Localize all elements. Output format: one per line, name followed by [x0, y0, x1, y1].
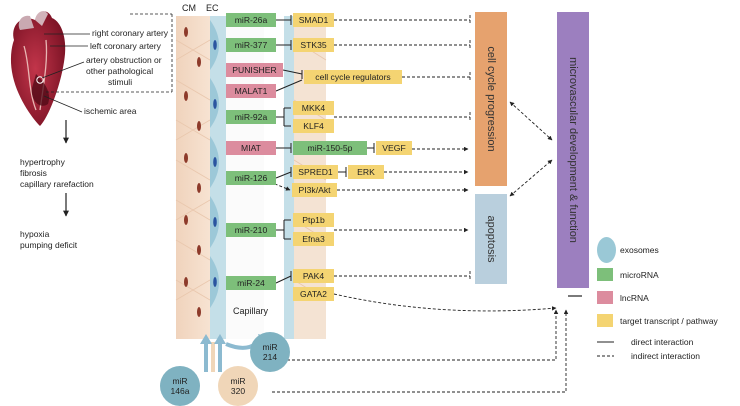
target-spred1: SPRED1: [293, 165, 338, 179]
legend-lncrna: lncRNA: [620, 293, 649, 303]
heart-illustration: [10, 11, 66, 127]
label-rarefaction: capillary rarefaction: [20, 179, 94, 189]
regulator-mir-377: miR-377: [226, 38, 276, 52]
direct-interaction-edges: [275, 15, 375, 284]
legend-microrna: microRNA: [620, 270, 659, 280]
label-fibrosis: fibrosis: [20, 168, 47, 178]
exosome-mir-214-prefix: miR: [262, 342, 278, 352]
label-capillary: Capillary: [233, 306, 269, 316]
target-ptp1b: Ptp1b: [293, 213, 334, 227]
legend-lncrna-swatch: [597, 291, 613, 304]
target-mir-150-5p: miR-150-5p: [293, 141, 367, 155]
exosome-mir-320-number: 320: [230, 386, 246, 396]
label-pumping-deficit: pumping deficit: [20, 240, 78, 250]
target-vegf: VEGF: [376, 141, 412, 155]
process-microvascular-label: microvascular development & function: [567, 57, 579, 243]
endothelial-layer: [210, 16, 226, 339]
indirect-interaction-edges: [272, 15, 569, 393]
regulator-mir-210: miR-210: [226, 223, 276, 237]
legend-indirect: indirect interaction: [631, 351, 700, 361]
regulator-malat1: MALAT1: [226, 84, 276, 98]
regulator-punisher: PUNISHER: [226, 63, 283, 77]
target-pak4: PAK4: [293, 269, 334, 283]
label-hypertrophy: hypertrophy: [20, 157, 65, 167]
label-hypoxia: hypoxia: [20, 229, 50, 239]
regulator-mir-92a: miR-92a: [226, 110, 276, 124]
target-efna3: Efna3: [293, 232, 334, 246]
label-obstruction-1: artery obstruction or: [86, 55, 162, 65]
target-mkk4: MKK4: [293, 101, 334, 115]
exosome-mir-320-prefix: miR: [230, 376, 246, 386]
label-cm: CM: [182, 3, 196, 13]
legend-direct: direct interaction: [631, 337, 694, 347]
regulator-miat: MIAT: [226, 141, 276, 155]
process-cell-cycle-label: cell cycle progression: [485, 46, 497, 152]
target-klf4: KLF4: [293, 119, 334, 133]
legend-target-swatch: [597, 314, 613, 327]
target-smad1: SMAD1: [293, 13, 334, 27]
label-left-coronary: left coronary artery: [90, 41, 161, 51]
label-right-coronary: right coronary artery: [92, 28, 169, 38]
target-gata2: GATA2: [293, 287, 334, 301]
process-cell-cycle-progression: cell cycle progression: [475, 12, 507, 186]
cardiomyocyte-tissue: [175, 16, 211, 339]
target-stk35: STK35: [293, 38, 334, 52]
process-apoptosis-label: apoptosis: [485, 215, 497, 263]
regulator-mir-24: miR-24: [226, 276, 276, 290]
regulator-mir-126: miR-126: [226, 171, 276, 185]
heart-pointer-lines: [41, 33, 90, 113]
label-obstruction-2: other pathological: [86, 66, 154, 76]
target-erk: ERK: [348, 165, 384, 179]
exosome-mir-146a-number: 146a: [170, 386, 190, 396]
label-ischemic: ischemic area: [84, 106, 137, 116]
target-pi3k-akt: PI3k/Akt: [292, 183, 337, 197]
legend-target: target transcript / pathway: [620, 316, 718, 326]
legend-exosomes: exosomes: [620, 245, 659, 255]
process-apoptosis: apoptosis: [475, 194, 507, 284]
target-cell-cycle-regulators: cell cycle regulators: [304, 70, 402, 84]
label-obstruction-3: stimuli: [108, 77, 133, 87]
exosome-mir-146a-prefix: miR: [172, 376, 188, 386]
process-microvascular: microvascular development & function: [557, 12, 589, 288]
regulator-mir-26a: miR-26a: [226, 13, 276, 27]
legend-microrna-swatch: [597, 268, 613, 281]
exosome-mir-214-number: 214: [262, 352, 278, 362]
label-ec: EC: [206, 3, 219, 13]
legend-exosome-swatch: [597, 237, 616, 263]
